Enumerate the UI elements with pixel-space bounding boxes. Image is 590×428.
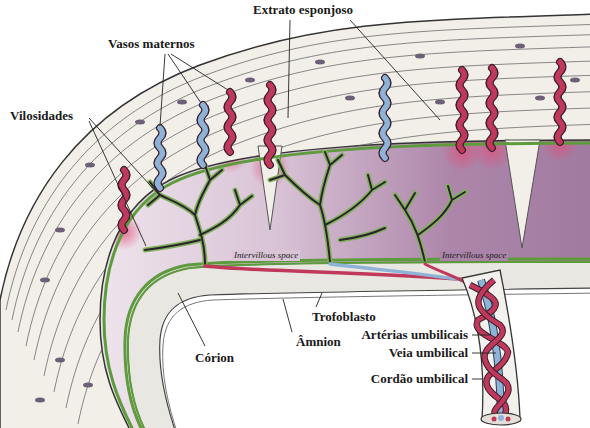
vessel-label: Vasos maternos xyxy=(108,36,195,51)
umbilical-vessel-part xyxy=(425,264,468,284)
umbilical-cord xyxy=(462,270,521,425)
uterine-wall-part xyxy=(505,140,540,248)
chorion-band-part xyxy=(128,262,590,428)
uterine-wall-part xyxy=(6,24,590,424)
maternal-vessel-part-part xyxy=(383,78,388,158)
maternal-vessel-part-part xyxy=(158,128,163,188)
umbilical-cord-part xyxy=(481,413,521,425)
leader-line-part xyxy=(350,20,440,120)
layer-label: Extrato esponjoso xyxy=(253,2,353,17)
leader-line-part xyxy=(472,379,482,380)
villi-border-part xyxy=(104,143,590,428)
villi-tree-part-part xyxy=(270,152,385,262)
villi-tree xyxy=(145,152,465,264)
uterine-wall-part-part xyxy=(435,100,445,105)
leader-line-part xyxy=(178,293,205,346)
leader-line xyxy=(89,20,496,379)
maternal-vessel-part-part xyxy=(201,105,206,165)
villi-tree-part-part xyxy=(270,152,385,262)
chorion-band xyxy=(128,262,590,428)
maternal-vessel-part-part xyxy=(383,78,388,158)
membrane-label: Âmnion xyxy=(296,334,341,349)
leader-line-part xyxy=(288,20,290,118)
chorion-band-part xyxy=(128,262,590,428)
maternal-vessel-part-part xyxy=(268,85,273,165)
umbilical-cord-part xyxy=(478,280,508,415)
leader-line-part xyxy=(316,293,322,307)
space-label: Intervillous space xyxy=(232,250,300,261)
umbilical-cord-part xyxy=(462,270,520,420)
uterine-wall-part-part xyxy=(85,163,95,168)
villi-border-part xyxy=(125,259,590,428)
uterine-wall-part-part xyxy=(415,54,425,59)
uterine-wall-part-part xyxy=(55,228,65,233)
uterine-wall-part-part xyxy=(315,60,325,65)
uterine-wall-part-part xyxy=(245,78,255,83)
uterine-wall-part-part xyxy=(55,358,65,363)
maternal-vessel-part-part xyxy=(558,62,563,142)
uterine-wall-part-part xyxy=(570,78,580,83)
maternal-vessel-part-part xyxy=(122,170,127,230)
villi-border xyxy=(104,143,590,428)
leader-line-part xyxy=(171,54,228,90)
leader-line-part xyxy=(168,54,201,103)
membrane-label: Córion xyxy=(195,350,234,365)
maternal-vessel-part-part xyxy=(268,85,273,165)
leader-line-part xyxy=(89,118,160,196)
umbilical-vessel xyxy=(205,264,475,284)
uterine-wall-part-part xyxy=(177,100,187,105)
maternal-vessel-part xyxy=(122,62,563,230)
umbilical-cord-part xyxy=(478,280,508,415)
leader-line-part xyxy=(160,54,165,126)
maternal-vessel-part-part xyxy=(460,70,465,150)
cord-label: Cordão umbilical xyxy=(371,371,468,386)
uterine-wall xyxy=(0,14,590,428)
leader-line-part xyxy=(89,121,146,246)
maternal-vessel-part-part xyxy=(490,68,495,148)
leader-line-part xyxy=(283,299,292,332)
chorion-band-part xyxy=(163,293,590,428)
maternal-vessel-part-part xyxy=(558,62,563,142)
maternal-vessel-part-part xyxy=(122,170,127,230)
vessel-label: Veia umbilical xyxy=(389,345,468,360)
leader-line-part xyxy=(472,353,496,354)
villi-tree-part xyxy=(145,152,465,264)
maternal-vessel-part-part xyxy=(228,92,233,152)
umbilical-cord-part xyxy=(492,417,497,422)
layer-label: Trofoblasto xyxy=(312,309,376,324)
leader-line-part xyxy=(472,335,490,336)
maternal-vessel-part-part xyxy=(158,128,163,188)
umbilical-cord-part xyxy=(498,415,504,421)
maternal-vessel-part-part xyxy=(460,70,465,150)
uterine-wall-part-part xyxy=(40,278,50,283)
villi-tree-part xyxy=(145,152,465,264)
uterine-wall-part-part xyxy=(535,96,545,101)
maternal-vessel-part-part xyxy=(228,92,233,152)
uterine-wall-part-part xyxy=(135,120,145,125)
villi-label: Vilosidades xyxy=(10,108,73,123)
uterine-wall-part xyxy=(0,14,590,428)
maternal-vessel-part xyxy=(122,62,563,230)
maternal-vessel xyxy=(122,62,563,230)
umbilical-vessel-part xyxy=(330,264,475,282)
maternal-vessel-part-part xyxy=(201,105,206,165)
umbilical-cord-part xyxy=(506,417,511,422)
uterine-wall-part-part xyxy=(83,383,93,388)
vessel-label: Artérias umbilicais xyxy=(361,327,468,342)
uterine-wall-part-part xyxy=(515,44,525,49)
intervillous-space-part xyxy=(100,140,590,428)
maternal-vessel-part-part xyxy=(490,68,495,148)
uterine-wall-part-part xyxy=(35,398,45,403)
space-label: Intervillous space xyxy=(440,250,508,261)
uterine-wall-part-part xyxy=(345,96,355,101)
